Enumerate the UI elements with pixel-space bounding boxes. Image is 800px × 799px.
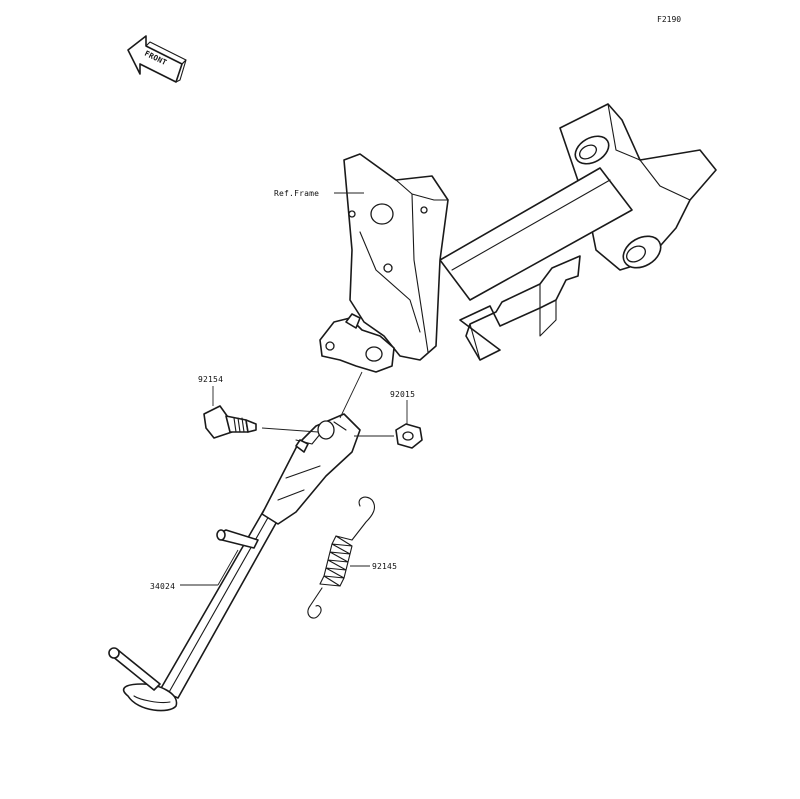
- callout-side-stand: 34024: [150, 582, 175, 591]
- frame-assembly: [319, 103, 717, 373]
- callout-bolt: 92154: [198, 375, 223, 384]
- leader-pivot-link: [339, 371, 363, 419]
- leader-bolt-axis: [261, 427, 319, 433]
- pivot-nut: [395, 423, 423, 449]
- front-arrow-icon: FRONT: [127, 35, 187, 83]
- figure-code: F2190: [657, 15, 682, 24]
- callout-ref-frame: Ref.Frame: [274, 189, 319, 198]
- side-stand: [108, 413, 361, 712]
- pivot-bolt: [203, 405, 257, 439]
- return-spring: [307, 496, 375, 619]
- callout-nut: 92015: [390, 390, 415, 399]
- callout-spring: 92145: [372, 562, 397, 571]
- leader-side-stand-2: [217, 549, 239, 586]
